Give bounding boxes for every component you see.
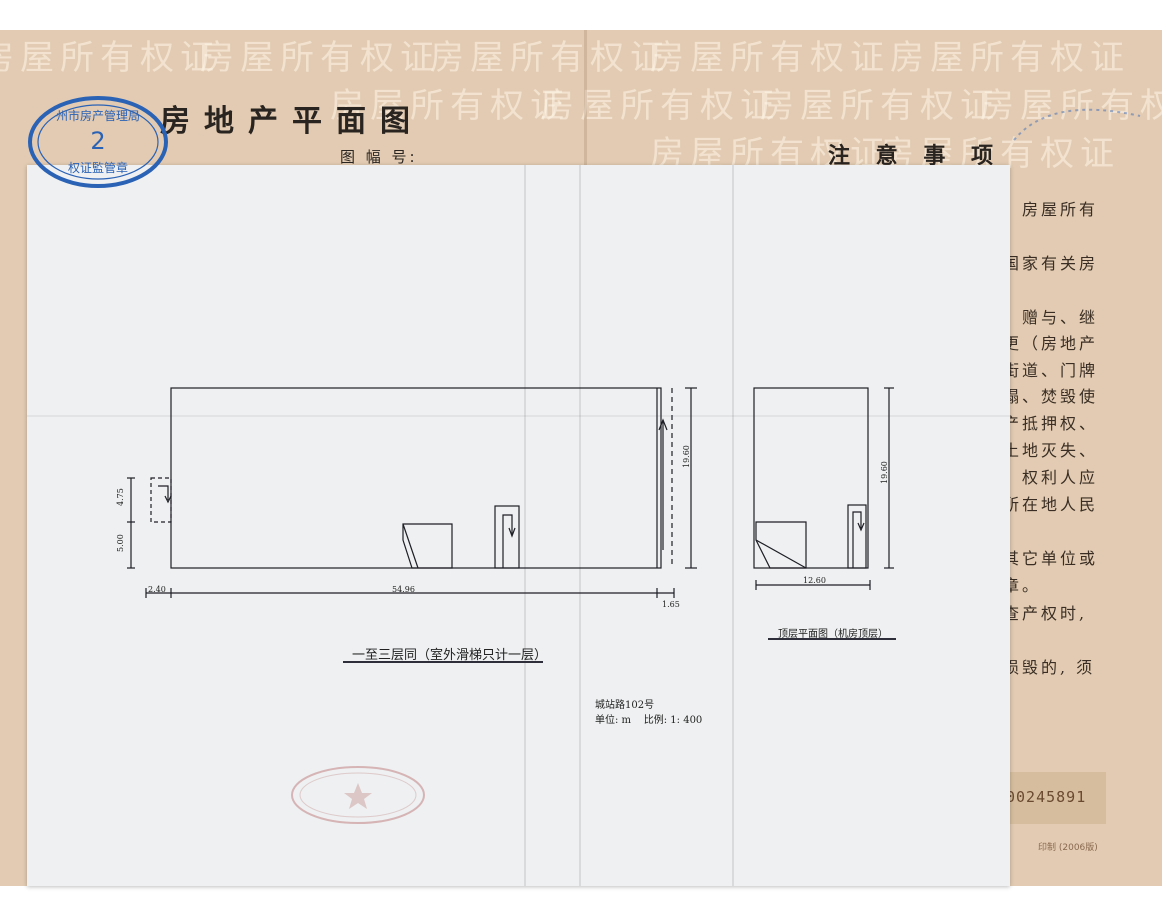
watermark-row: 房屋所有权证 [760,86,1000,126]
main-caption-underline [343,661,543,663]
dim-label-main-height: 19.60 [682,445,691,468]
slide-arrow [158,485,169,500]
slide-outline [150,477,172,523]
top-floor-outline [753,387,869,569]
paper-fold [579,165,581,886]
top-stair-shape [755,521,807,569]
dim-label-left-lower: 5.00 [116,534,125,552]
dim-label-left-offset: 2.40 [148,585,166,594]
address-text: 城站路102号 [595,700,655,711]
red-stamp-seal [291,766,425,824]
stair-shape [402,523,453,569]
watermark-row: 房屋所有权证 [980,86,1162,126]
notice-text-line: 。房屋所有 [1003,200,1099,219]
elevator-arrow-head [508,527,516,538]
watermark-row: 房屋所有权证 [200,38,440,78]
dim-label-left-upper: 4.75 [116,488,125,506]
notice-text-line: 国家有关房 [1003,254,1099,273]
watermark-row: 房屋所有权证 [540,86,780,126]
paper-fold [524,165,526,886]
watermark-row: 房屋所有权证 [430,38,670,78]
serial-number: 00245891 [1006,788,1087,806]
notice-title: 注 意 事 项 [828,144,1002,169]
blue-stamp-seal: 2 州市房产管理局 权证監管章 [28,96,168,188]
watermark-row: 房屋所有权证 [330,86,570,126]
notice-text-line: 、权利人应 [1003,468,1099,487]
top-elevator-box [847,504,867,569]
notice-text-line: 土地灭失、 [1003,441,1099,460]
address-block: 城站路102号 单位: m 比例: 1: 400 [595,698,702,728]
watermark-row: 房屋所有权证 [890,38,1130,78]
stamp-number: 2 [90,127,105,155]
stamp-text-bottom: 权证監管章 [68,160,128,175]
notice-text-line: 街道、门牌 [1003,361,1099,380]
notice-text-line: 更（房地产 [1003,334,1099,353]
notice-text-line: 章。 [1003,576,1042,595]
serial-box [1000,772,1106,824]
slide-arrow-head [164,495,172,504]
notice-text-line: 塌、焚毁使 [1003,387,1099,406]
notice-text-line: 损毁的, 须 [1003,658,1096,677]
print-note: 印制 (2006版) [1038,843,1098,853]
page-title: 房地产平面图 [160,104,424,139]
map-number-label: 图 幅 号: [340,148,418,166]
elevator-arrow [502,514,513,568]
elevator-box [494,505,520,569]
notice-text-line: 其它单位或 [1003,549,1099,568]
corridor-arrow-head [658,418,668,431]
paper-fold [27,415,1010,417]
partial-stamp-edge [1013,108,1141,141]
notice-text-line: 所在地人民 [1003,495,1099,514]
stair-line [402,523,419,569]
watermark-row: 房屋所有权证 [0,38,220,78]
notice-text-line: 、赠与、继 [1003,308,1099,327]
unit-scale-text: 单位: m 比例: 1: 400 [595,715,703,726]
main-floor-outline [170,387,662,569]
dim-label-right-offset: 1.65 [662,600,680,609]
notice-text-line: 查产权时, [1003,604,1088,623]
paper-fold [732,165,734,886]
top-caption-underline [768,638,896,640]
stamp-text-top: 州市房产管理局 [56,108,140,123]
dim-label-top-width: 12.60 [803,576,826,585]
top-plan-caption: 顶层平面图（机房顶层） [778,629,888,640]
watermark-row: 房屋所有权证 [650,38,890,78]
notice-text-line: 产抵押权、 [1003,414,1099,433]
dim-label-top-height: 19.60 [880,461,889,484]
dim-label-main-width: 54.96 [392,585,415,594]
main-plan-caption: 一至三层同（室外滑梯只计一层） [352,648,548,663]
